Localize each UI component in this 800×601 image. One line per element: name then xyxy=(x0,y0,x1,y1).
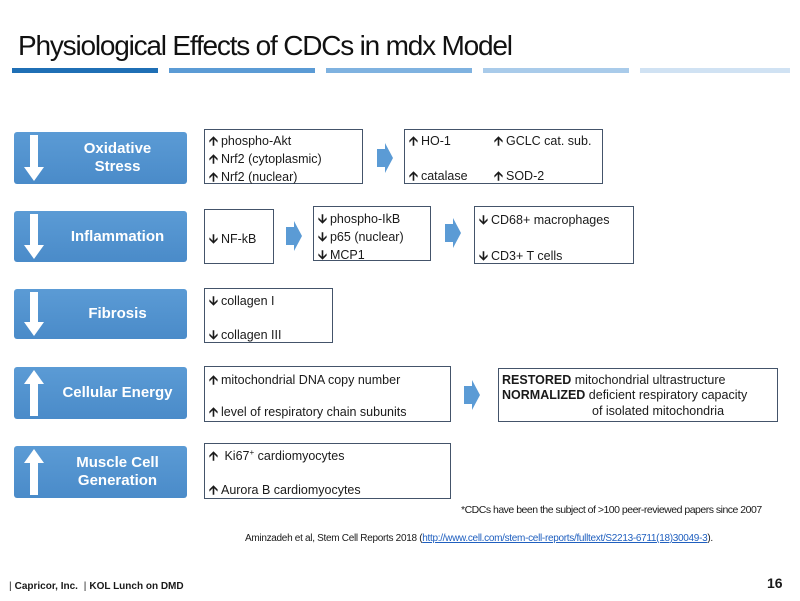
muscle-cell-box-1: Ki67+ cardiomyocytes Aurora B cardiomyoc… xyxy=(204,443,451,499)
chevron-right-icon xyxy=(464,380,480,410)
list-item: p65 (nuclear) xyxy=(318,228,404,249)
list-item: level of respiratory chain subunits xyxy=(209,403,407,424)
oxidative-box-2: HO-1 GCLC cat. sub. catalase SOD-2 xyxy=(404,129,603,184)
down-arrow-icon xyxy=(24,135,44,181)
list-item: SOD-2 xyxy=(494,167,544,188)
category-fibrosis: Fibrosis xyxy=(14,289,187,339)
category-inflammation: Inflammation xyxy=(14,211,187,262)
list-item: mitochondrial DNA copy number xyxy=(209,371,400,392)
footnote: *CDCs have been the subject of >100 peer… xyxy=(461,504,762,516)
title-underline-stripes xyxy=(12,68,790,73)
footer-company: Capricor, Inc. xyxy=(14,581,78,592)
chevron-right-icon xyxy=(445,218,461,248)
slide-title: Physiological Effects of CDCs in mdx Mod… xyxy=(18,30,513,61)
category-cellular-energy: Cellular Energy xyxy=(14,367,187,419)
list-item: Aurora B cardiomyocytes xyxy=(209,481,361,502)
list-item: CD68+ macrophages xyxy=(479,211,609,232)
list-item: collagen III xyxy=(209,326,281,347)
footer-event: KOL Lunch on DMD xyxy=(89,581,184,592)
up-arrow-icon xyxy=(24,449,44,495)
list-item: GCLC cat. sub. xyxy=(494,132,591,153)
oxidative-box-1: phospho-Akt Nrf2 (cytoplasmic) Nrf2 (nuc… xyxy=(204,129,363,184)
list-item: phospho-Akt xyxy=(209,132,291,153)
cellular-energy-box-1: mitochondrial DNA copy number level of r… xyxy=(204,366,451,422)
chevron-right-icon xyxy=(377,143,393,173)
inflammation-box-3: CD68+ macrophages CD3+ T cells xyxy=(474,206,634,264)
list-item: Nrf2 (cytoplasmic) xyxy=(209,150,322,171)
down-arrow-icon xyxy=(24,214,44,259)
list-item: CD3+ T cells xyxy=(479,247,562,268)
cellular-energy-result-box: RESTORED mitochondrial ultrastructure NO… xyxy=(498,368,778,422)
list-item: phospho-IkB xyxy=(318,210,400,231)
fibrosis-box-1: collagen I collagen III xyxy=(204,288,333,343)
list-item: Nrf2 (nuclear) xyxy=(209,168,297,189)
inflammation-box-1: NF-kB xyxy=(204,209,274,264)
list-item: MCP1 xyxy=(318,246,365,267)
page-number: 16 xyxy=(767,575,783,591)
inflammation-box-2: phospho-IkB p65 (nuclear) MCP1 xyxy=(313,206,431,262)
down-arrow-icon xyxy=(24,292,44,336)
footer: |Capricor, Inc. |KOL Lunch on DMD xyxy=(9,581,184,592)
list-item: collagen I xyxy=(209,292,275,313)
result-line-2: NORMALIZED deficient respiratory capacit… xyxy=(502,388,748,402)
citation-link[interactable]: http://www.cell.com/stem-cell-reports/fu… xyxy=(422,533,708,544)
chevron-right-icon xyxy=(286,221,302,251)
list-item: catalase xyxy=(409,167,468,188)
list-item: NF-kB xyxy=(209,230,256,251)
result-line-3: of isolated mitochondria xyxy=(592,404,725,418)
citation: Aminzadeh et al, Stem Cell Reports 2018 … xyxy=(245,533,713,544)
up-arrow-icon xyxy=(24,370,44,416)
list-item: Ki67+ cardiomyocytes xyxy=(209,447,344,468)
result-line-1: RESTORED mitochondrial ultrastructure xyxy=(502,373,726,387)
list-item: HO-1 xyxy=(409,132,451,153)
